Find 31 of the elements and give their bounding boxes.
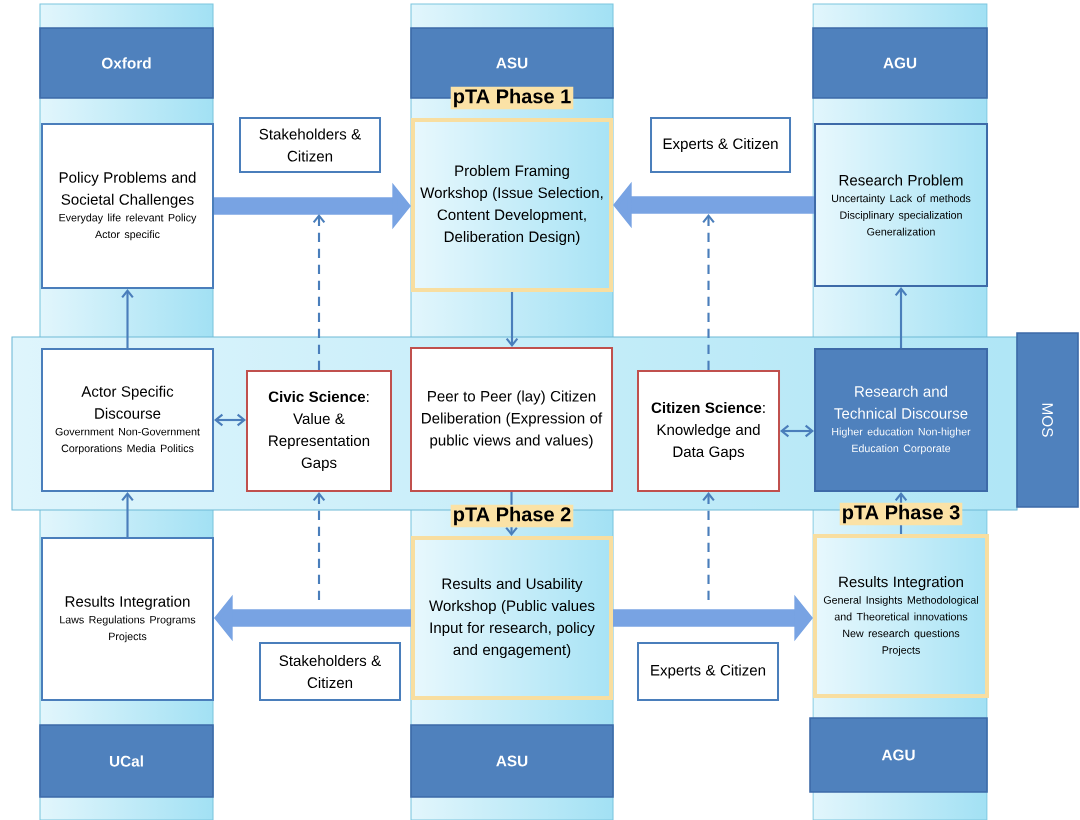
institution-box: UCal [39, 724, 214, 798]
info-box: Actor Specific Discourse Government Non-Government Corporations Media Politics [41, 348, 214, 492]
institution-box: AGU [809, 717, 988, 793]
arrow [312, 492, 326, 601]
group-box: Stakeholders & Citizen [239, 117, 381, 173]
group-box: Experts & Citizen [637, 642, 779, 701]
arrow [505, 292, 519, 347]
info-box: Policy Problems and Societal Challenges Everyday life relevant Policy Actor specific [41, 123, 214, 289]
arrow [780, 424, 814, 438]
arrow [702, 214, 715, 370]
group-box: Experts & Citizen [650, 117, 791, 173]
institution-box: ASU [410, 724, 614, 798]
info-box: Research Problem Uncertainty Lack of methods Disciplinary specialization Generalization [814, 123, 988, 287]
arrow [121, 492, 134, 537]
institution-box: MOS [1016, 332, 1079, 508]
info-box: Results Integration Laws Regulations Programs Projects [41, 537, 214, 701]
workshop-box: Results and Usability Workshop (Public values Input for research, policy and engagement) [411, 536, 613, 700]
arrow [312, 214, 326, 370]
arrow [121, 289, 134, 348]
group-box: Stakeholders & Citizen [259, 642, 401, 701]
science-box: Citizen Science: Knowledge and Data Gaps [637, 370, 780, 492]
science-box: Civic Science: Value & Representation Gaps [246, 370, 392, 492]
arrow [894, 287, 908, 348]
science-box: Peer to Peer (lay) Citizen Deliberation (Expression of public views and values) [410, 347, 613, 492]
arrow [702, 492, 715, 601]
workshop-box: Results Integration General Insights Methodological and Theoretical innovations New research questions Projects [813, 534, 989, 698]
workshop-box: Problem Framing Workshop (Issue Selection, Content Development, Deliberation Design) [411, 118, 613, 292]
info-box: Research and Technical Discourse Higher education Non-higher Education Corporate [814, 348, 988, 492]
institution-box: AGU [812, 27, 988, 99]
institution-box: Oxford [39, 27, 214, 99]
arrow [214, 413, 246, 427]
